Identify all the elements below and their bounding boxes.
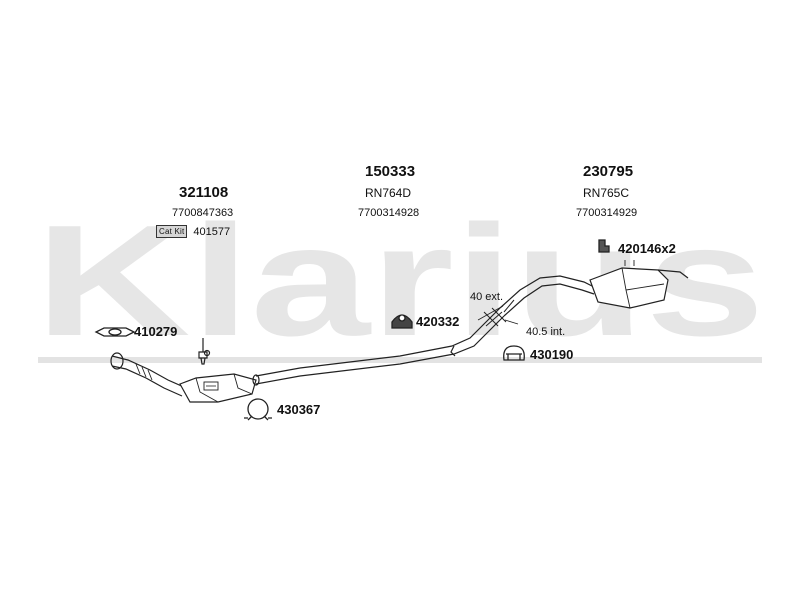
catalytic-converter	[179, 373, 257, 403]
watermark-underline	[38, 357, 762, 363]
mount-pair-icon	[598, 239, 610, 253]
clamp-rear-icon	[503, 345, 525, 361]
clamp-front-icon	[244, 398, 272, 421]
oxygen-sensor-icon	[198, 338, 211, 365]
mid-oe-number: 7700314928	[358, 207, 420, 219]
cat-kit-row: Cat Kit 401577	[156, 225, 230, 238]
rubber-mount-number: 420332	[416, 314, 460, 329]
gasket-number: 410279	[134, 324, 178, 339]
cat-part-number: 321108	[179, 184, 229, 201]
gasket-icon	[94, 327, 136, 337]
rear-silencer	[499, 260, 689, 317]
cat-kit-number: 401577	[193, 226, 231, 238]
cat-kit-badge: Cat Kit	[156, 225, 188, 238]
front-downpipe	[110, 352, 187, 397]
middle-pipe	[252, 307, 505, 386]
mid-ref: RN764D	[365, 186, 412, 200]
ext-annotation: 40 ext.	[470, 291, 504, 303]
rear-part-number: 230795	[583, 163, 634, 180]
callout-lines	[477, 305, 519, 325]
cat-oe-number: 7700847363	[172, 207, 234, 219]
clamp-rear-number: 430190	[530, 347, 574, 362]
mid-part-number: 150333	[365, 163, 416, 180]
int-annotation: 40.5 int.	[526, 326, 566, 338]
rubber-mount-icon	[391, 314, 413, 329]
mount-pair-number: 420146x2	[618, 241, 676, 256]
clamp-front-number: 430367	[277, 402, 321, 417]
pipe-cut-marks	[483, 299, 515, 327]
rear-ref: RN765C	[583, 186, 630, 200]
rear-oe-number: 7700314929	[576, 207, 638, 219]
